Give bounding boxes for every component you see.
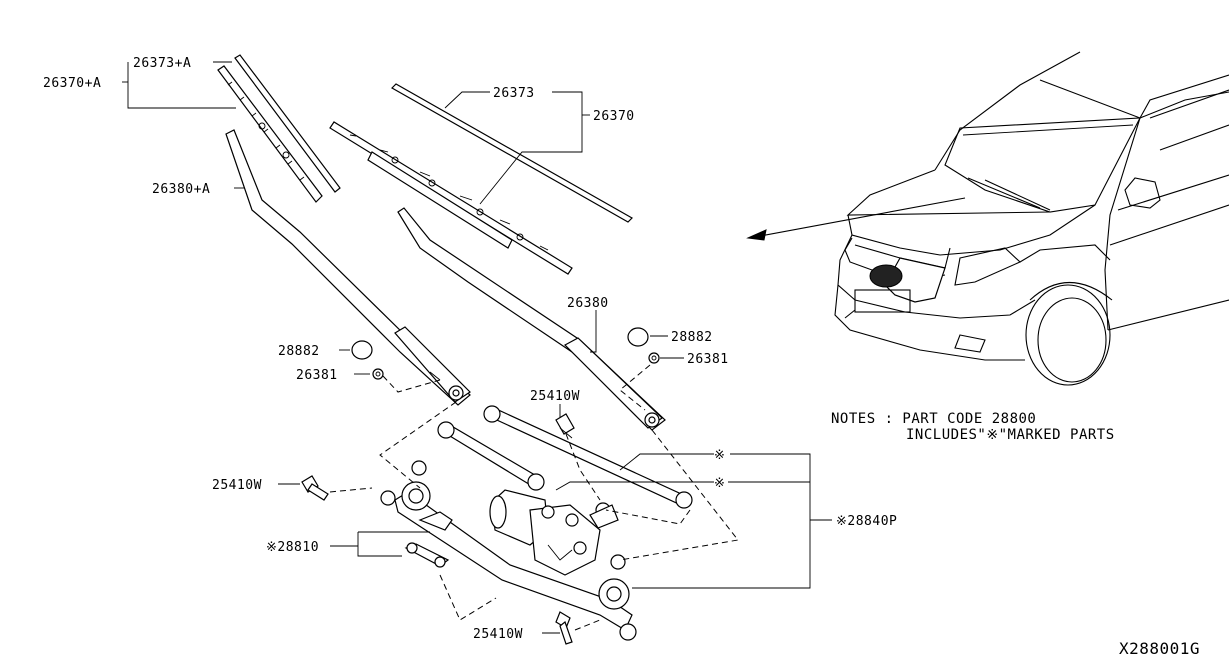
blade-rh <box>329 121 573 275</box>
figure-code: X288001G <box>1119 639 1200 658</box>
label-25410w-bottom: 25410W <box>473 627 523 642</box>
label-marker-1: ※ <box>714 448 725 463</box>
cap-lh <box>351 340 373 360</box>
reference-arrow <box>759 197 966 237</box>
label-26373: 26373 <box>493 86 535 101</box>
bolt-top <box>555 413 575 439</box>
callout-lines <box>122 61 832 634</box>
notes-line-1: NOTES : PART CODE 28800 <box>831 411 1036 427</box>
label-26380: 26380 <box>567 296 609 311</box>
label-26381-rh: 26381 <box>687 352 729 367</box>
nut-lh <box>372 368 384 380</box>
notes-line-2: INCLUDES"※"MARKED PARTS <box>906 427 1115 443</box>
label-26381-lh: 26381 <box>296 368 338 383</box>
label-28882-rh: 28882 <box>671 330 713 345</box>
cap-rh <box>627 327 649 347</box>
label-marker-2: ※ <box>714 476 725 491</box>
linkage-assy <box>380 405 693 641</box>
bolt-left <box>301 475 329 501</box>
bolt-bottom <box>555 611 573 645</box>
label-28810: ※28810 <box>266 540 319 555</box>
nut-rh <box>648 352 660 364</box>
arrow-head-icon <box>746 229 767 241</box>
label-26373-a: 26373+A <box>133 56 191 71</box>
label-25410w-top: 25410W <box>530 389 580 404</box>
label-28840p: ※28840P <box>836 514 897 529</box>
car-illustration <box>834 51 1229 386</box>
arm-lh <box>225 129 471 406</box>
label-25410w-left: 25410W <box>212 478 262 493</box>
arm-rh <box>397 207 666 431</box>
label-26380-a: 26380+A <box>152 182 210 197</box>
refill-rh <box>391 83 633 223</box>
label-26370-a: 26370+A <box>43 76 101 91</box>
wiper-motor <box>489 489 619 576</box>
label-26370: 26370 <box>593 109 635 124</box>
label-28882-lh: 28882 <box>278 344 320 359</box>
blade-lh <box>217 65 323 203</box>
refill-lh <box>234 54 341 193</box>
dashed-guides <box>329 364 739 631</box>
